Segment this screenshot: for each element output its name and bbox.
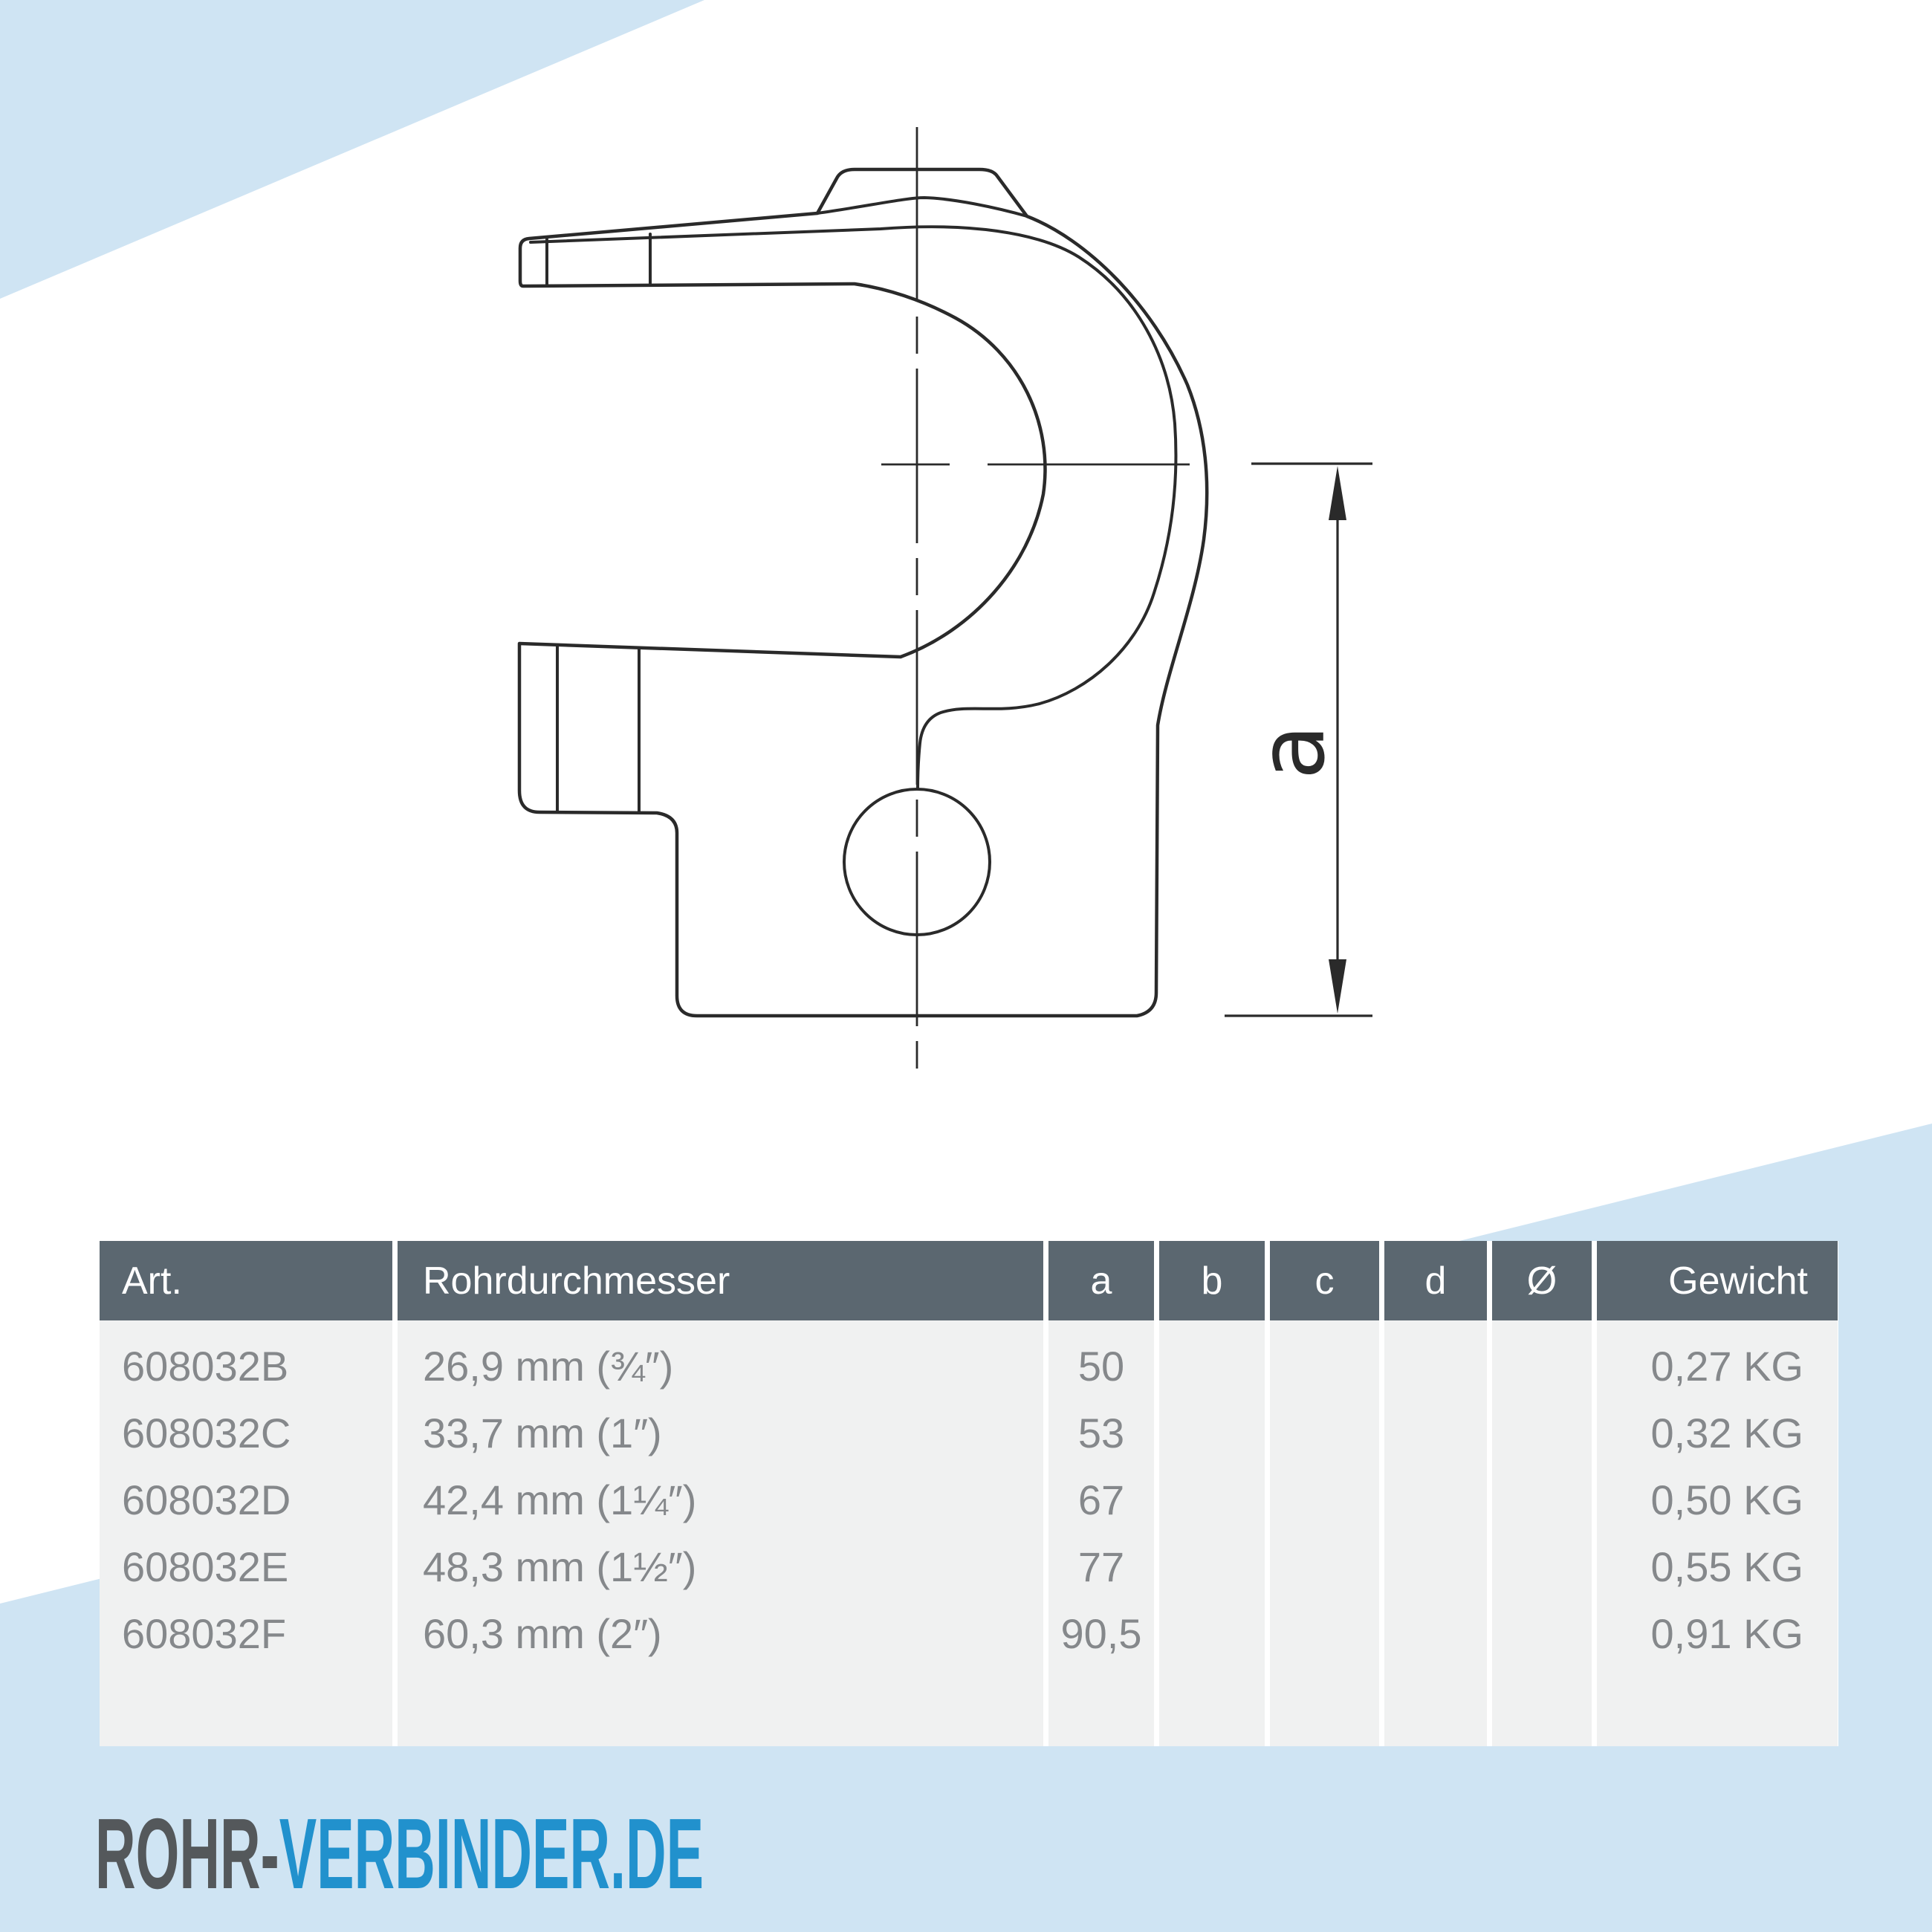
spec-table: Art. Rohrdurchmesser a b c d Ø Gewicht 6… <box>100 1241 1838 1746</box>
table-cell <box>1492 1466 1592 1533</box>
top-left-accent-shape <box>0 0 704 299</box>
table-cell: 608032C <box>122 1409 291 1456</box>
table-cell <box>1159 1600 1265 1667</box>
table-cell <box>1384 1600 1487 1667</box>
clamp-outline <box>517 167 1209 1018</box>
column-header-rohrdurchmesser: Rohrdurchmesser <box>398 1241 1043 1320</box>
table-cell <box>1384 1399 1487 1466</box>
clamp-inner-back-rim <box>529 225 1178 791</box>
table-cell: 0,27 KG <box>1650 1342 1803 1390</box>
table-cell <box>1384 1466 1487 1533</box>
table-header-row: Art. Rohrdurchmesser a b c d Ø Gewicht <box>100 1241 1838 1320</box>
table-cell <box>1492 1533 1592 1600</box>
column-header-d: d <box>1384 1241 1487 1320</box>
table-cell: 48,3 mm (1½″) <box>423 1543 697 1590</box>
column-diameter-symbol <box>1492 1320 1592 1746</box>
table-cell <box>1159 1399 1265 1466</box>
table-cell <box>1159 1332 1265 1399</box>
table-cell: 90,5 <box>1060 1610 1142 1657</box>
table-cell <box>1384 1533 1487 1600</box>
table-cell <box>1270 1600 1379 1667</box>
table-cell: 42,4 mm (1¼″) <box>423 1476 697 1523</box>
column-header-b: b <box>1159 1241 1265 1320</box>
column-b <box>1159 1320 1265 1746</box>
dimension-arrow-bottom-icon <box>1329 959 1346 1014</box>
table-cell <box>1159 1533 1265 1600</box>
clamp-top-edge-line <box>816 196 1028 218</box>
column-header-a: a <box>1048 1241 1154 1320</box>
column-d <box>1384 1320 1487 1746</box>
table-cell <box>1270 1332 1379 1399</box>
column-art: 608032B 608032C 608032D 608032E 608032F <box>100 1320 392 1746</box>
table-cell <box>1159 1466 1265 1533</box>
column-header-gewicht: Gewicht <box>1597 1241 1838 1320</box>
table-cell: 50 <box>1077 1342 1125 1390</box>
dimension-label-a: a <box>1239 724 1345 780</box>
table-cell: 0,91 KG <box>1650 1610 1803 1657</box>
brand-logo-blue-part: VERBINDER.DE <box>279 1798 704 1910</box>
column-rohrdurchmesser: 26,9 mm (¾″) 33,7 mm (1″) 42,4 mm (1¼″) … <box>398 1320 1043 1746</box>
column-gewicht: 0,27 KG 0,32 KG 0,50 KG 0,55 KG 0,91 KG <box>1597 1320 1838 1746</box>
table-cell <box>1492 1332 1592 1399</box>
brand-logo-gray-part: ROHR- <box>95 1798 279 1910</box>
table-cell: 53 <box>1077 1409 1125 1456</box>
table-cell: 608032B <box>122 1342 289 1390</box>
table-cell <box>1270 1399 1379 1466</box>
column-header-art: Art. <box>100 1241 392 1320</box>
table-cell <box>1270 1533 1379 1600</box>
table-cell: 0,50 KG <box>1650 1476 1803 1523</box>
table-cell: 0,32 KG <box>1650 1409 1803 1456</box>
table-cell: 0,55 KG <box>1650 1543 1803 1590</box>
table-cell: 26,9 mm (¾″) <box>423 1342 674 1390</box>
table-cell: 77 <box>1077 1543 1125 1590</box>
table-cell <box>1492 1600 1592 1667</box>
table-cell: 33,7 mm (1″) <box>423 1409 662 1456</box>
table-cell: 608032F <box>122 1610 287 1657</box>
dimension-arrow-top-icon <box>1329 466 1346 520</box>
table-cell: 608032D <box>122 1476 291 1523</box>
table-cell: 67 <box>1077 1476 1125 1523</box>
column-a: 50 53 67 77 90,5 <box>1048 1320 1154 1746</box>
column-header-c: c <box>1270 1241 1379 1320</box>
column-header-diameter-symbol: Ø <box>1492 1241 1592 1320</box>
table-cell <box>1270 1466 1379 1533</box>
table-cell <box>1492 1399 1592 1466</box>
table-body: 608032B 608032C 608032D 608032E 608032F … <box>100 1320 1838 1746</box>
brand-logo: ROHR-VERBINDER.DE <box>95 1803 704 1904</box>
table-cell: 60,3 mm (2″) <box>423 1610 662 1657</box>
column-c <box>1270 1320 1379 1746</box>
table-cell <box>1384 1332 1487 1399</box>
table-cell: 608032E <box>122 1543 289 1590</box>
